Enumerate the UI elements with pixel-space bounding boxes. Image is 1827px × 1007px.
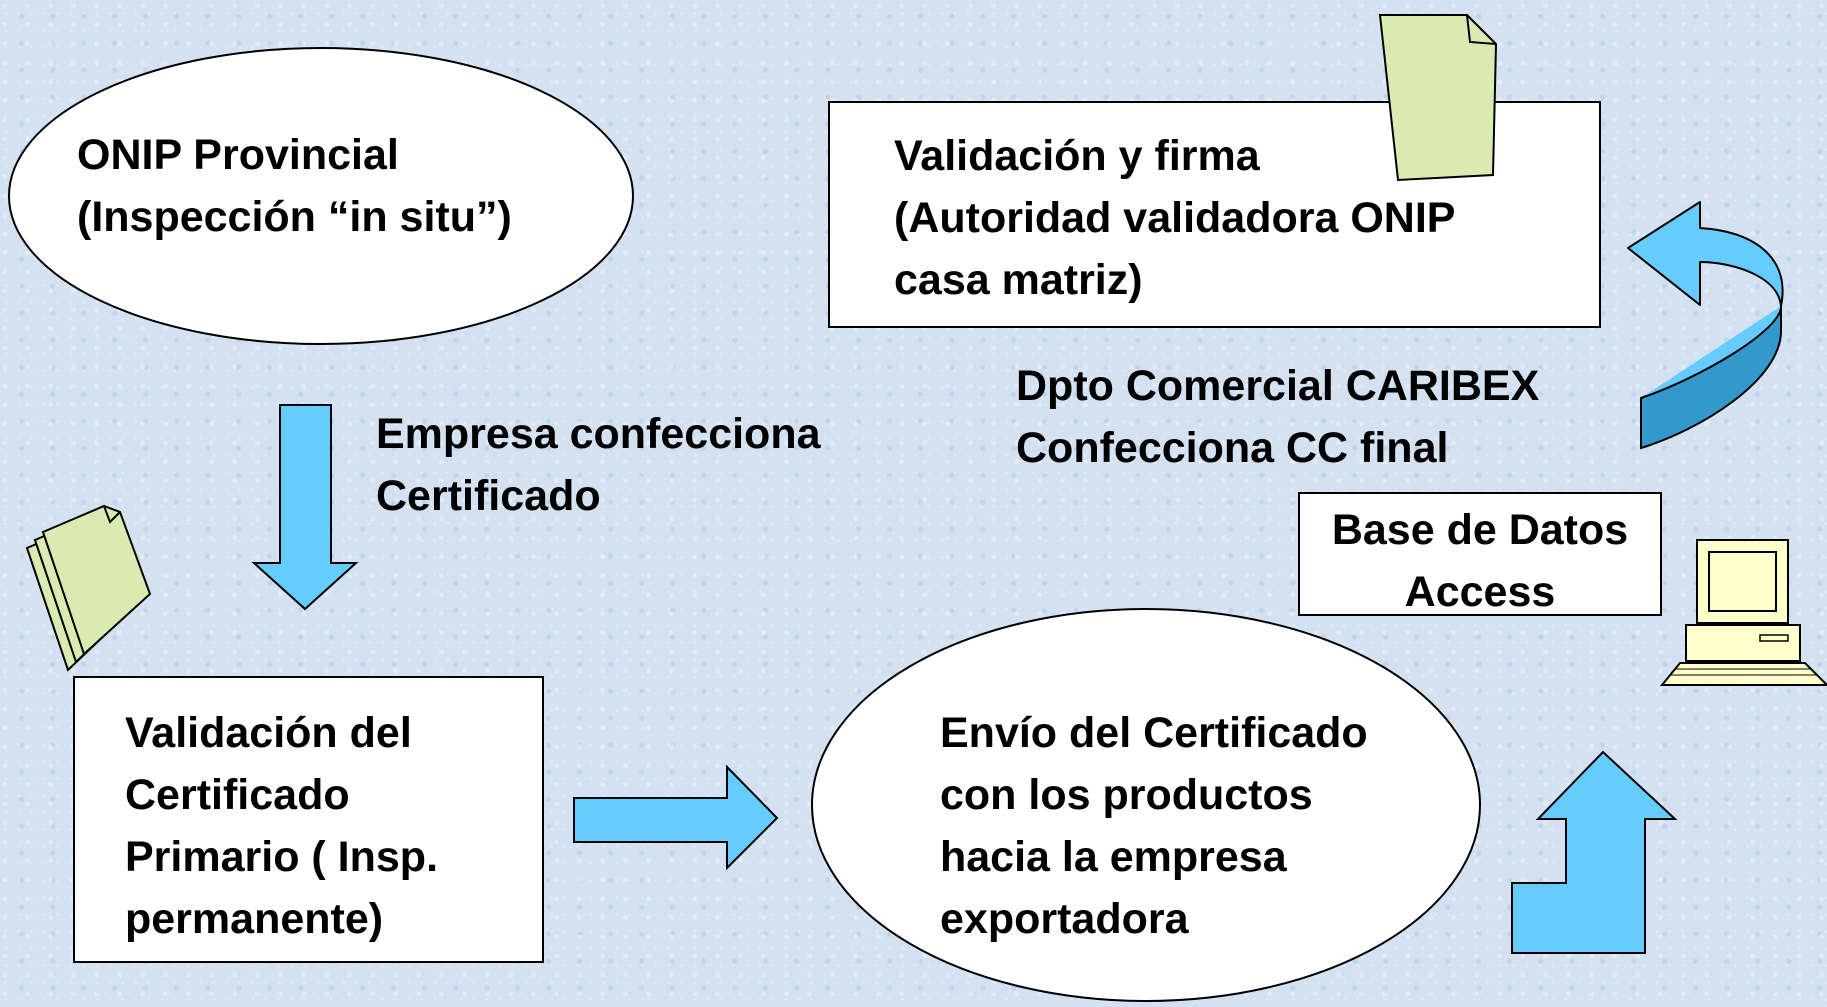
dpto-comercial-line-2: Confecciona CC final bbox=[1016, 424, 1449, 472]
validacion-primario-line-1: Validación del bbox=[125, 709, 412, 757]
onip-provincial-label: ONIP Provincial (Inspección “in situ”) bbox=[77, 124, 512, 248]
validacion-primario-box bbox=[73, 676, 544, 963]
document-icon bbox=[1378, 14, 1498, 182]
validacion-primario-line-4: permanente) bbox=[125, 895, 384, 943]
empresa-confecciona-line-2: Certificado bbox=[376, 472, 601, 520]
onip-provincial-line-1: ONIP Provincial bbox=[77, 131, 399, 179]
dpto-comercial-label: Dpto Comercial CARIBEX Confecciona CC fi… bbox=[1016, 355, 1539, 479]
up-bent-arrow bbox=[1511, 750, 1678, 954]
right-arrow bbox=[573, 764, 779, 871]
base-datos-line-1: Base de Datos bbox=[1331, 506, 1629, 554]
validacion-firma-label: Validación y firma (Autoridad validadora… bbox=[894, 125, 1455, 311]
envio-certificado-line-3: hacia la empresa bbox=[940, 833, 1287, 881]
validacion-primario-line-2: Certificado bbox=[125, 771, 350, 819]
document-stack-icon bbox=[25, 504, 152, 672]
dpto-comercial-line-1: Dpto Comercial CARIBEX bbox=[1016, 362, 1540, 410]
down-arrow bbox=[251, 404, 359, 611]
validacion-firma-line-1: Validación y firma bbox=[894, 132, 1260, 180]
envio-certificado-line-4: exportadora bbox=[940, 895, 1189, 943]
onip-provincial-ellipse bbox=[8, 47, 634, 345]
validacion-primario-line-3: Primario ( Insp. bbox=[125, 833, 439, 881]
envio-certificado-line-1: Envío del Certificado bbox=[940, 709, 1368, 757]
envio-certificado-ellipse bbox=[811, 608, 1481, 1002]
base-datos-label: Base de Datos Access bbox=[1299, 499, 1661, 623]
envio-certificado-label: Envío del Certificado con los productos … bbox=[940, 702, 1368, 950]
validacion-firma-line-3: casa matriz) bbox=[894, 256, 1143, 304]
empresa-confecciona-label: Empresa confecciona Certificado bbox=[376, 403, 821, 527]
envio-certificado-line-2: con los productos bbox=[940, 771, 1313, 819]
empresa-confecciona-line-1: Empresa confecciona bbox=[376, 410, 821, 458]
base-datos-line-2: Access bbox=[1404, 568, 1556, 616]
onip-provincial-line-2: (Inspección “in situ”) bbox=[77, 193, 512, 241]
validacion-firma-line-2: (Autoridad validadora ONIP bbox=[894, 194, 1456, 242]
base-datos-box bbox=[1298, 492, 1662, 616]
validacion-primario-label: Validación del Certificado Primario ( In… bbox=[125, 702, 438, 950]
computer-icon bbox=[1659, 539, 1827, 686]
curved-arrow bbox=[1627, 201, 1784, 450]
